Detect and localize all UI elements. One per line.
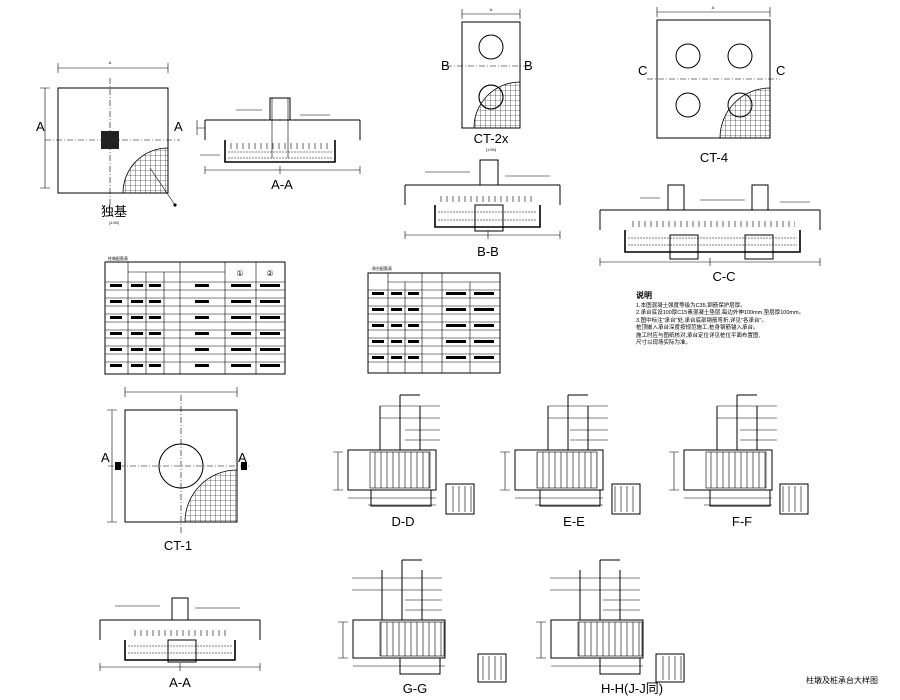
ct1-sec-left: A xyxy=(101,450,110,465)
section-hh-title: H-H(J-J同) xyxy=(601,681,663,696)
section-aa-top: A-A xyxy=(196,97,361,192)
notes-line-1: 1.本图混凝土强度等级为C35,钢筋保护层厚。 xyxy=(636,302,746,309)
section-hh: H-H(J-J同) xyxy=(536,559,685,696)
plan-column-dim: A xyxy=(109,60,112,65)
ct4-title: CT-4 xyxy=(700,150,728,165)
section-ee-title: E-E xyxy=(563,514,585,529)
ct1-sec-right: A xyxy=(238,450,247,465)
section-dd: D-D xyxy=(333,394,475,529)
section-bb: B-B xyxy=(404,159,561,259)
plan-column-scale: (1:50) xyxy=(109,220,120,225)
general-notes: 说明 1.本图混凝土强度等级为C35,钢筋保护层厚。 2.承台底设100厚C15… xyxy=(636,292,811,348)
plan-column-sec-right: A xyxy=(174,119,183,134)
notes-line-2: 2.承台底设100厚C15素混凝土垫层,每边外伸100mm,垫层厚100mm。 xyxy=(636,310,805,316)
section-ff-title: F-F xyxy=(732,514,752,529)
plan-column-title: 独基 xyxy=(101,204,127,219)
section-ee: E-E xyxy=(500,394,641,529)
plan-ct1: A A CT-1 xyxy=(101,387,250,553)
notes-line-5: 施工时应与图纸核对,承台定位详见桩位平面布置图, xyxy=(636,332,761,339)
table-column-rebar: 柱墩配筋表 ① ② xyxy=(104,255,286,375)
section-aa-bottom: A-A xyxy=(99,597,261,690)
ct2x-dim: A xyxy=(490,7,493,12)
section-gg-title: G-G xyxy=(403,681,428,696)
ct4-sec-right: C xyxy=(776,63,785,78)
section-bb-title: B-B xyxy=(477,244,499,259)
ct2x-scale: (1:50) xyxy=(486,147,497,152)
ct1-title: CT-1 xyxy=(164,538,192,553)
table2-title: 承台配筋表 xyxy=(372,265,392,271)
plan-column-sec-left: A xyxy=(36,119,45,134)
sheet-title: 柱墩及桩承台大样图 xyxy=(806,676,878,685)
section-cc-title: C-C xyxy=(712,269,735,284)
notes-line-6: 尺寸以现场实际为准。 xyxy=(636,340,692,346)
section-aa-top-title: A-A xyxy=(271,177,293,192)
table1-col-2: ② xyxy=(266,269,273,278)
notes-line-4: 桩顶嵌入承台深度按规范施工,桩身钢筋锚入承台。 xyxy=(636,325,759,331)
table1-title: 柱墩配筋表 xyxy=(108,255,128,261)
table1-col-1: ① xyxy=(236,269,243,278)
ct2x-sec-right: B xyxy=(524,58,533,73)
section-dd-title: D-D xyxy=(391,514,414,529)
plan-ct2x: A B B CT-2x (1:50) xyxy=(441,7,533,152)
ct2x-sec-left: B xyxy=(441,58,450,73)
notes-heading: 说明 xyxy=(636,291,652,300)
table-cap-rebar: 承台配筋表 xyxy=(367,265,501,374)
plan-ct4: A C C CT-4 xyxy=(638,5,785,165)
plan-column-base: A A A 独基 (1:50) xyxy=(36,60,183,225)
ct4-sec-left: C xyxy=(638,63,647,78)
section-ff: F-F xyxy=(669,394,809,529)
notes-line-3: 3.图中标注"承台"处,承台底部钢筋弯折,详见"各承台"。 xyxy=(636,317,767,324)
column-footprint xyxy=(101,131,119,149)
ct2x-title: CT-2x xyxy=(474,131,509,146)
section-gg: G-G xyxy=(338,559,507,696)
section-cc: C-C xyxy=(599,184,821,284)
ct4-dim: A xyxy=(712,5,715,10)
section-aa-bottom-title: A-A xyxy=(169,675,191,690)
